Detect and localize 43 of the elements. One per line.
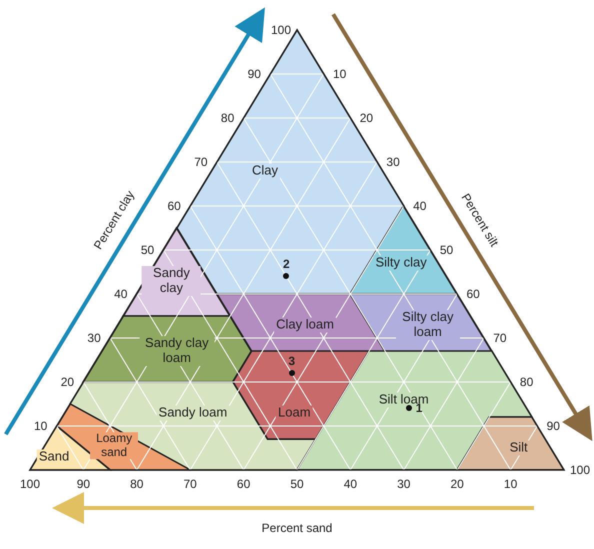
tick-label: 90 [76,477,90,491]
tick-label: 10 [34,419,48,433]
axis-title: Percent sand [262,521,332,535]
point-number: 2 [282,257,290,272]
tick-label: 50 [140,243,154,257]
region-label: Sandy clay loam [139,336,214,366]
tick-label: 20 [450,477,464,491]
tick-label: 80 [220,111,234,125]
tick-label: 10 [333,67,346,81]
tick-label: 20 [360,111,374,125]
region-label: Silty clay [373,256,429,271]
tick-label: 50 [440,243,454,257]
tick-label: 90 [248,67,261,81]
region-label: Loamy sand [90,432,138,460]
tick-label: 30 [87,331,101,345]
tick-label: 60 [236,477,250,491]
region-label: Silt [508,440,530,456]
tick-label: 30 [397,477,410,491]
tick-label: 70 [194,155,208,169]
tick-label: 40 [114,287,128,301]
region-label: Sandy clay [142,266,201,296]
region-label: Loam [276,405,313,420]
tick-label: 100 [270,23,292,37]
tick-label: 50 [290,477,304,491]
region-label: Clay [250,163,280,178]
tick-label: 90 [546,419,560,433]
tick-label: 100 [570,463,590,477]
tick-label: 60 [168,199,181,213]
tick-label: 20 [60,375,74,389]
point-number: 3 [288,354,295,368]
tick-label: 30 [386,155,400,169]
region-label: Sandy loam [156,405,230,420]
region-label: Clay loam [274,317,336,332]
tick-label: 70 [184,477,197,491]
tick-label: 60 [466,287,480,301]
tick-label: 80 [130,477,144,491]
region-label: Silty clay loam [396,310,460,340]
tick-label: 10 [504,477,518,491]
tick-label: 70 [493,331,507,345]
tick-label: 100 [20,477,40,491]
tick-label: 80 [520,375,534,389]
tick-label: 40 [413,199,426,213]
tick-label: 40 [344,477,358,491]
